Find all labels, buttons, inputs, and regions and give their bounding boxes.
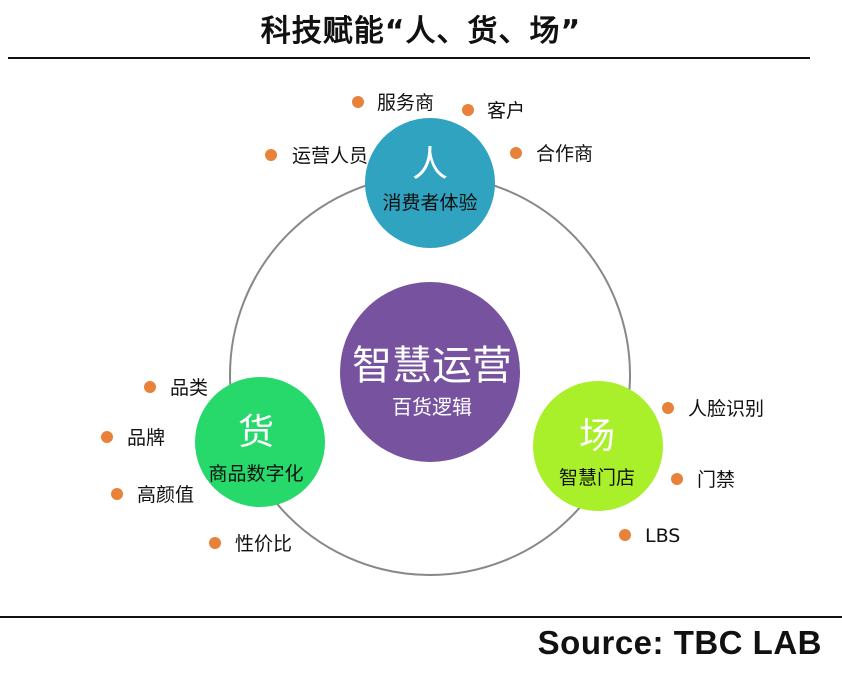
place-item-2: 门禁 xyxy=(697,469,735,491)
center-circle xyxy=(340,282,520,462)
bullet-dot xyxy=(101,431,113,443)
goods-item-2: 品牌 xyxy=(127,427,165,449)
goods-item-4: 性价比 xyxy=(235,533,292,555)
people-item-4: 合作商 xyxy=(536,143,593,165)
bullet-dot xyxy=(671,473,683,485)
bullet-dot xyxy=(144,381,156,393)
bullet-dot xyxy=(265,149,277,161)
node-people-circle xyxy=(365,118,495,248)
center-title: 智慧运营 xyxy=(352,343,512,389)
page-title: 科技赋能“人、货、场” xyxy=(260,14,582,49)
top-divider xyxy=(8,57,810,59)
bullet-dot xyxy=(462,104,474,116)
node-goods-subtitle: 商品数字化 xyxy=(208,463,303,485)
bullet-dot xyxy=(662,402,674,414)
node-place: 场 智慧门店 xyxy=(533,381,663,511)
place-item-3: LBS xyxy=(645,525,680,547)
bullet-dot xyxy=(510,147,522,159)
source-credit: Source: TBC LAB xyxy=(537,624,822,661)
node-place-subtitle: 智慧门店 xyxy=(559,467,635,489)
goods-item-1: 品类 xyxy=(170,377,208,399)
node-goods-title: 货 xyxy=(238,412,274,453)
bottom-divider xyxy=(0,616,842,618)
people-item-3: 运营人员 xyxy=(292,145,368,167)
node-people-title: 人 xyxy=(412,144,448,185)
goods-item-3: 高颜值 xyxy=(137,484,194,506)
bullet-dot xyxy=(352,96,364,108)
node-people: 人 消费者体验 xyxy=(365,118,495,248)
bullet-dot xyxy=(111,488,123,500)
node-place-title: 场 xyxy=(579,416,615,457)
node-goods: 货 商品数字化 xyxy=(195,377,325,507)
bullet-dot xyxy=(619,529,631,541)
node-place-circle xyxy=(533,381,663,511)
bullet-dot xyxy=(209,537,221,549)
center-subtitle: 百货逻辑 xyxy=(392,395,472,419)
people-item-1: 服务商 xyxy=(377,92,434,114)
place-item-1: 人脸识别 xyxy=(688,398,764,420)
node-people-subtitle: 消费者体验 xyxy=(382,192,477,214)
people-item-2: 客户 xyxy=(487,100,525,122)
node-goods-circle xyxy=(195,377,325,507)
